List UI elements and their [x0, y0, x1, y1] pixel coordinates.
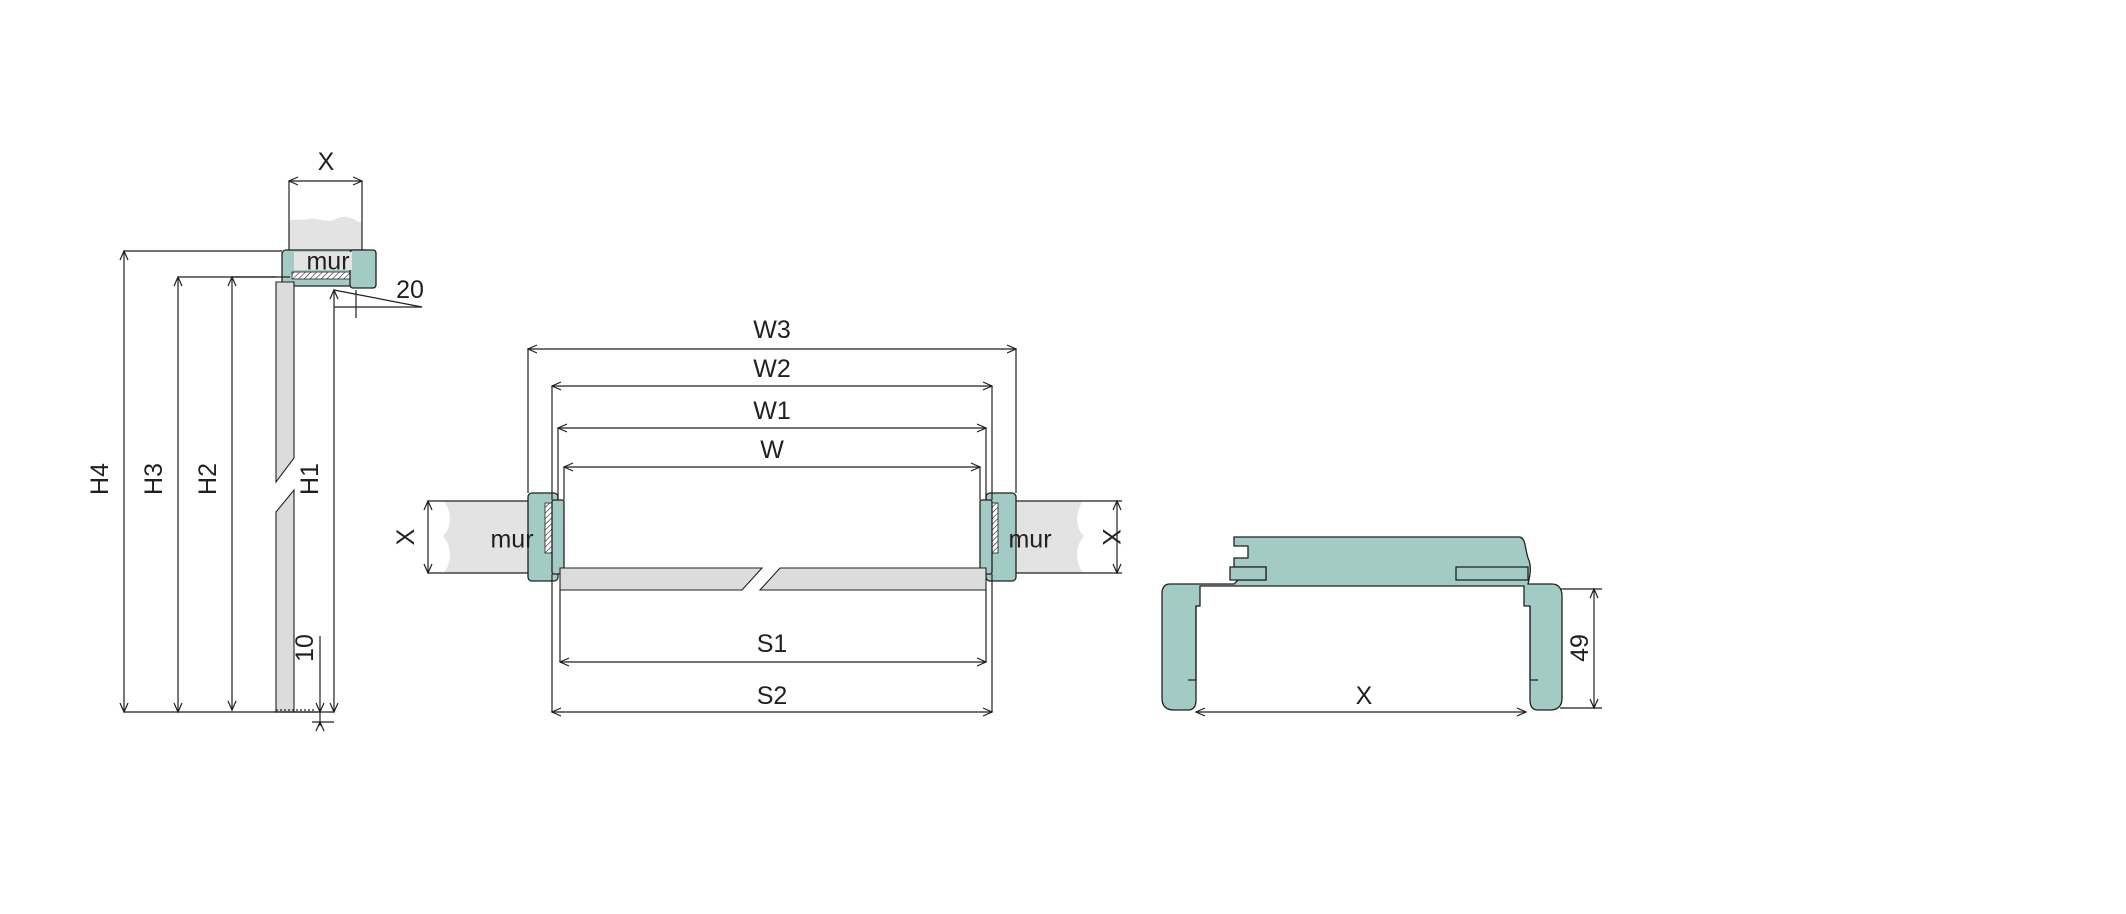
- dim-h1-arrows: [329, 288, 339, 714]
- dim-49-label: 49: [1566, 634, 1594, 662]
- side-frame-stop: [349, 249, 377, 289]
- frame-profile-view: X 49: [1161, 536, 1602, 717]
- dim-x-top-arrows: [287, 176, 364, 186]
- plan-jamb-left-stop: [551, 499, 565, 575]
- dim-h3-label: H3: [140, 463, 168, 495]
- dim-s1-label: S1: [757, 630, 788, 658]
- dim-10-label: 10: [291, 634, 319, 662]
- frame-profile-stop-right: [1455, 566, 1529, 581]
- dim-h3-arrows: [173, 275, 183, 714]
- dim-s2-label: S2: [757, 682, 788, 710]
- dim-x-right-arrows: [1112, 499, 1122, 575]
- plan-door-leaf-left: [559, 567, 764, 591]
- dim-h1-label: H1: [296, 463, 324, 495]
- frame-profile-stop-left: [1229, 566, 1267, 581]
- side-wall-label: mur: [306, 248, 349, 276]
- dim-w2-label: W2: [753, 355, 791, 383]
- side-door-leaf-upper: [275, 281, 295, 484]
- plan-wall-left: [443, 501, 537, 573]
- dim-h2-label: H2: [194, 463, 222, 495]
- dim-x-left-label: X: [392, 528, 420, 545]
- dim-x-right-label: X: [1097, 529, 1125, 546]
- side-wall-lower: [294, 252, 352, 270]
- ext-20-leader: [333, 289, 423, 308]
- dim-x-top-label: X: [318, 148, 335, 176]
- dim-w3-label: W3: [753, 316, 791, 344]
- dim-x-profile-label: X: [1356, 682, 1373, 710]
- dim-w-label: W: [760, 436, 784, 464]
- side-wall-fill: [289, 181, 362, 225]
- plan-wall-right-label: mur: [1008, 526, 1051, 554]
- dim-10-arrows: [315, 702, 325, 732]
- plan-door-leaf-right: [758, 567, 987, 591]
- dim-h2-arrows: [227, 275, 237, 712]
- dim-h4-arrows: [119, 249, 129, 714]
- plan-jamb-right-stop: [979, 499, 993, 575]
- side-section-view: mur H4 H3 H2 H1 10: [86, 148, 424, 732]
- dim-49-arrows: [1589, 587, 1599, 710]
- dim-x-profile-arrows: [1194, 707, 1528, 717]
- plan-wall-left-label: mur: [490, 526, 533, 554]
- dim-20-label: 20: [396, 276, 424, 304]
- plan-section-view: mur mur W3 W2 W1 W: [392, 316, 1125, 717]
- dim-x-left-arrows: [423, 499, 433, 575]
- dim-w1-label: W1: [753, 397, 791, 425]
- side-door-leaf-lower: [275, 488, 295, 713]
- dim-h4-label: H4: [86, 463, 114, 495]
